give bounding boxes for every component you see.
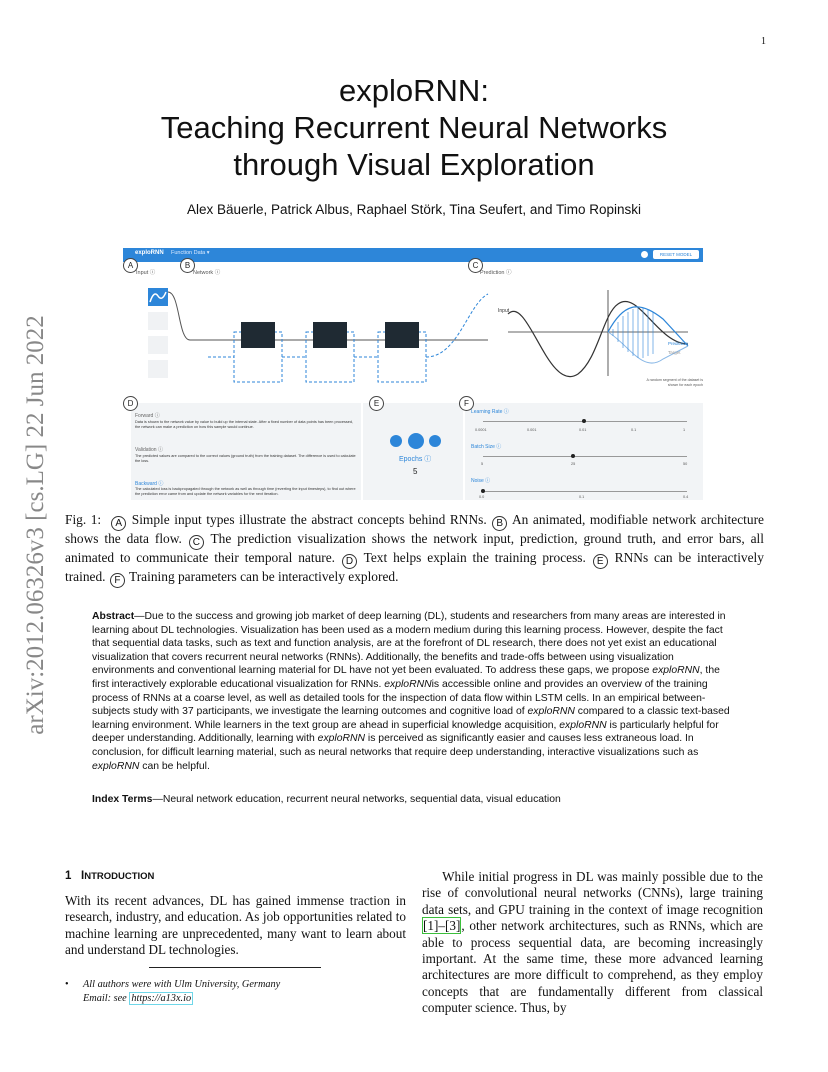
tick-label: 0.4 [683, 495, 689, 499]
validation-title: Validation ⓘ [135, 447, 163, 453]
batch-size-slider [483, 456, 687, 457]
author-link[interactable]: https://a13x.io [129, 992, 194, 1005]
input-label: Input ⓘ [136, 270, 156, 276]
caption-badge: D [341, 554, 357, 569]
learning-rate-knob [582, 419, 586, 423]
plot-input-label: Input [498, 308, 510, 314]
epochs-label: Epochs ⓘ [399, 456, 432, 463]
reset-model-button: RESET MODEL [653, 250, 699, 259]
input-sine-thumbnail [148, 288, 168, 306]
tick-label: 0.1 [579, 495, 585, 499]
plot-note: A random segment of the dataset is shown… [646, 378, 703, 387]
noise-label: Noise ⓘ [471, 478, 491, 484]
plot-target-label: Target [668, 350, 681, 355]
lstm-cell [313, 322, 347, 348]
backward-text: The calculated loss is backpropagated th… [135, 487, 356, 496]
tick-label: 0.1 [631, 428, 637, 432]
intro-paragraph-right: While initial progress in DL was mainly … [422, 869, 764, 1016]
function-data-menu: Function Data ▾ [171, 250, 210, 256]
lstm-cell [385, 322, 419, 348]
reset-training-button [429, 435, 441, 447]
tick-label: 0.0001 [475, 428, 487, 432]
caption-badge: F [109, 573, 125, 588]
network-label: Network ⓘ [193, 270, 221, 276]
step-button [390, 435, 402, 447]
section-heading: 1 INTRODUCTION [65, 870, 155, 882]
index-terms: Index Terms—Neural network education, re… [92, 794, 561, 805]
forward-title: Forward ⓘ [135, 413, 160, 419]
noise-knob [481, 489, 485, 493]
badge-a: A [123, 258, 138, 273]
figure-caption: Fig. 1: A Simple input types illustrate … [65, 512, 764, 588]
batch-size-label: Batch Size ⓘ [471, 444, 502, 450]
epochs-value: 5 [413, 467, 418, 476]
validation-text: The predicted values are compared to the… [135, 454, 356, 463]
abstract: Abstract—Due to the success and growing … [92, 611, 730, 772]
backward-title: Backward ⓘ [135, 481, 164, 487]
plot-prediction-label: Prediction [668, 341, 689, 346]
noise-slider [483, 491, 687, 492]
arxiv-identifier: arXiv:2012.06326v3 [cs.LG] 22 Jun 2022 [22, 315, 49, 735]
learning-rate-label: Learning Rate ⓘ [471, 409, 509, 415]
input-thumbnail [148, 312, 168, 330]
badge-b: B [180, 258, 195, 273]
intro-paragraph-left: With its recent advances, DL has gained … [65, 893, 406, 958]
tick-label: 5 [481, 462, 484, 466]
badge-e: E [369, 396, 384, 411]
app-header: exploRNN Function Data ▾ RESET MODEL [123, 248, 703, 262]
tick-label: 0.01 [579, 428, 587, 432]
input-thumbnail [148, 336, 168, 354]
caption-badge: B [492, 516, 508, 531]
tick-label: 25 [571, 462, 576, 466]
paper-title: exploRNN: Teaching Recurrent Neural Netw… [160, 73, 668, 182]
prediction-label: Prediction ⓘ [480, 270, 512, 276]
forward-text: Data is shown to the network value by va… [135, 420, 354, 429]
batch-size-knob [571, 454, 575, 458]
parameters-panel [465, 403, 703, 500]
prediction-plot [507, 290, 689, 378]
footnote-rule [149, 967, 321, 968]
badge-f: F [459, 396, 474, 411]
play-icon [408, 433, 424, 449]
tick-label: 50 [683, 462, 688, 466]
caption-badge: C [188, 535, 204, 550]
network-data-flow [168, 291, 489, 383]
tick-label: 0.001 [527, 428, 537, 432]
badge-d: D [123, 396, 138, 411]
app-logo: exploRNN [135, 250, 164, 256]
tick-label: 0.0 [479, 495, 485, 499]
lstm-cell [241, 322, 275, 348]
caption-badge: E [592, 554, 608, 569]
badge-c: C [468, 258, 483, 273]
input-thumbnail [148, 360, 168, 378]
author-list: Alex Bäuerle, Patrick Albus, Raphael Stö… [187, 202, 641, 217]
caption-badge: A [111, 516, 127, 531]
training-text-panel [131, 403, 361, 500]
page-number: 1 [761, 36, 766, 47]
tick-label: 1 [683, 428, 686, 432]
training-controls-panel [363, 403, 463, 500]
github-icon [641, 251, 648, 258]
citation-link[interactable]: [1]–[3] [422, 917, 462, 935]
teaser-figure: exploRNN Function Data ▾ RESET MODEL A B… [123, 248, 703, 500]
